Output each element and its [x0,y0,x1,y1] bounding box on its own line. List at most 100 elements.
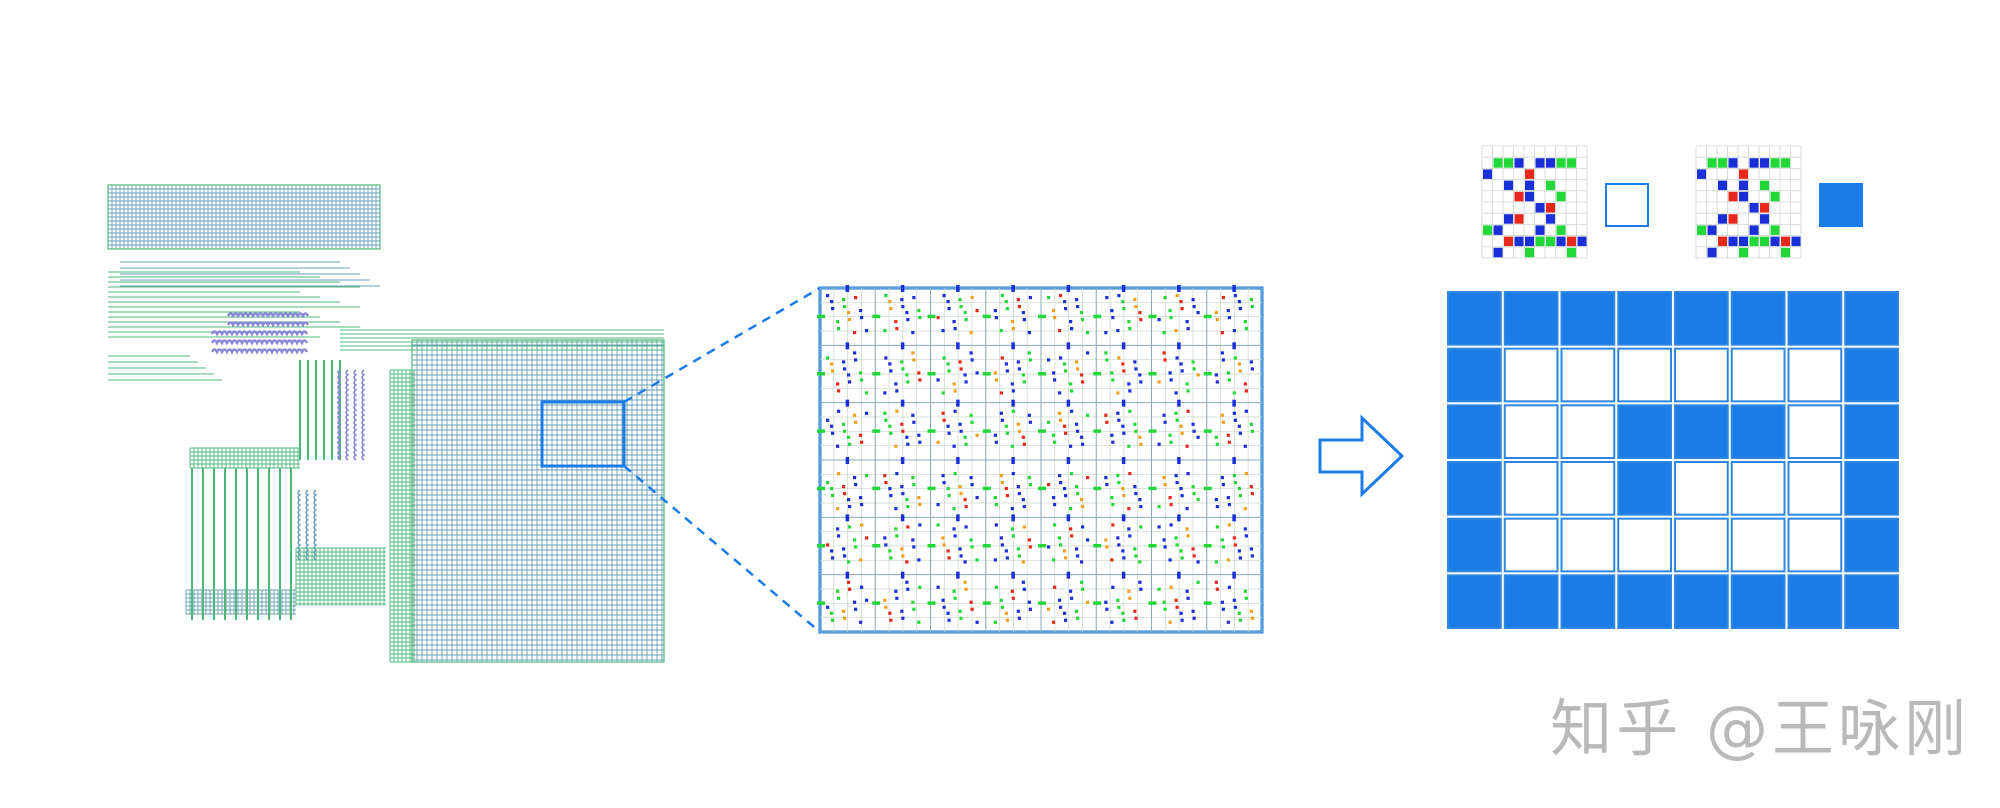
unit-cell-dot [1179,362,1183,366]
grid-cell-filled [1844,291,1899,346]
grid-cell-filled [1447,461,1502,516]
unit-cell-connector [1148,372,1157,376]
unit-cell-dot [963,560,967,564]
unit-cell-dot [847,435,851,439]
unit-cell-dot [918,440,922,444]
grid-cell-empty [1674,347,1729,403]
unit-cell-connector [1066,399,1071,407]
unit-cell-connector [1148,429,1157,433]
unit-cell-dot [1174,391,1178,395]
unit-cell-dot [1105,483,1109,487]
unit-cell-connector [1011,342,1015,350]
unit-cell-dot [895,409,899,413]
unit-cell-dot [1117,543,1121,547]
unit-cell-dot [1117,481,1121,485]
unit-cell-dot [1053,440,1057,444]
unit-cell-dot [994,585,998,589]
unit-cell-dot [1005,431,1009,435]
unit-cell-dot [1233,294,1237,298]
unit-cell-dot [1215,587,1219,591]
unit-cell-dot [1110,371,1114,375]
unit-cell-dot [964,587,968,591]
unit-cell-dot [837,596,841,600]
unit-cell-dot [1027,600,1031,604]
unit-cell [982,342,1032,395]
unit-cell-dot [1081,442,1085,446]
unit-cell-connector [1066,457,1071,464]
unit-cell-dot [1021,435,1025,439]
unit-cell-dot [826,543,830,547]
unit-cell-dot [917,496,921,500]
unit-cell-dot [1104,413,1108,417]
grid-cell-empty [1503,347,1559,403]
unit-cell-dot [1116,329,1120,333]
unit-cell-dot [901,616,905,620]
inductor-coil [210,339,309,346]
unit-cell-dot [1063,362,1067,366]
unit-cell-dot [1105,420,1109,424]
grid-cell-empty [1503,461,1559,516]
unit-cell-dot [1076,367,1080,371]
unit-cell-dot [837,389,841,393]
unit-cell-dot [1064,556,1068,560]
legend-tile-dot [1739,169,1748,179]
unit-cell-dot [1220,413,1224,417]
unit-cell-connector [1038,544,1046,548]
unit-cell-dot [918,316,922,320]
unit-cell-dot [826,481,830,485]
unit-cell-dot [1022,525,1026,529]
unit-cell [1093,342,1143,395]
unit-cell-dot [837,409,841,413]
unit-cell-dot [1080,373,1084,377]
unit-cell-dot [1186,327,1190,331]
unit-cell-dot [859,309,863,313]
unit-cell-dot [1128,409,1132,413]
unit-cell-dot [826,418,830,422]
unit-cell-dot [843,367,847,371]
unit-cell-dot [1105,607,1109,611]
unit-cell-dot [1233,605,1237,609]
unit-cell-dot [842,422,846,426]
unit-cell-dot [1110,309,1114,313]
unit-cell-dot [848,442,852,446]
unit-cell-dot [847,580,851,584]
unit-cell-dot [1011,596,1015,600]
unit-cell-dot [947,307,951,311]
unit-cell-dot [1063,549,1067,553]
legend-tile-dot [1493,158,1503,168]
unit-cell-dot [946,487,950,491]
unit-cell-dot [1000,294,1004,298]
unit-cell-dot [947,494,951,498]
unit-cell-dot [953,389,957,393]
unit-cell-dot [1174,598,1178,602]
unit-cell-dot [1214,435,1218,439]
legend-tile-dot [1514,236,1524,247]
unit-cell-dot [848,380,852,384]
unit-cell-dot [1227,523,1231,527]
unit-cell-dot [1215,318,1219,322]
legend-tile-dot [1525,169,1534,179]
unit-cell-dot [1226,620,1230,624]
unit-cell-dot [1075,298,1079,302]
unit-cell-dot [1157,380,1161,384]
unit-cell [1148,285,1200,335]
unit-cell [1038,285,1090,335]
unit-cell [927,399,979,448]
unit-cell-dot [969,538,973,542]
unit-cell-dot [1010,527,1014,531]
unit-cell-dot [918,523,922,527]
unit-cell-dot [1232,329,1236,333]
unit-cell-dot [1070,472,1074,476]
unit-cell-dot [1238,369,1242,373]
unit-cell-dot [936,503,940,507]
unit-cell-connector [817,486,825,491]
legend-tile-dot [1770,158,1780,168]
legend-tile-dot [1728,236,1738,247]
unit-cell-dot [1017,554,1021,558]
unit-cell-connector [1066,571,1071,579]
unit-cell-connector [817,372,825,376]
unit-cell-dot [847,373,851,377]
unit-cell-dot [843,492,847,496]
unit-cell-dot [1128,389,1132,393]
unit-cell-dot [1022,380,1026,384]
